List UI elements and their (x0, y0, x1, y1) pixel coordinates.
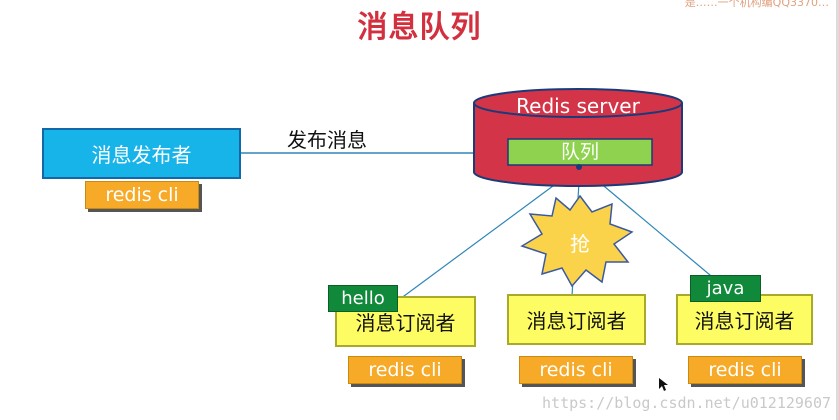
subscriber-box-1: 消息订阅者 (335, 296, 476, 347)
mouse-cursor-icon (659, 378, 668, 391)
queue-anchor (576, 164, 582, 170)
subscriber-client-1: redis cli (348, 356, 462, 384)
window-edge (836, 0, 839, 420)
subscriber-client-3: redis cli (688, 356, 802, 384)
subscriber-client-2: redis cli (519, 356, 633, 384)
burst-shape (520, 194, 634, 288)
page-title: 消息队列 (357, 10, 482, 45)
burst-label: 抢 (570, 232, 590, 256)
publisher-client: redis cli (85, 181, 199, 209)
publisher-box: 消息发布者 (42, 128, 241, 179)
fanout-edge-3 (579, 165, 736, 297)
redis-server-label: Redis server (516, 94, 640, 118)
fanout-edge-1 (399, 165, 581, 300)
subscriber-tag-1: hello (328, 285, 398, 312)
queue-label: 队列 (560, 141, 599, 163)
watermark: https://blog.csdn.net/u012129607 (542, 394, 831, 412)
publish-edge-label: 发布消息 (287, 128, 367, 152)
subscriber-box-2: 消息订阅者 (507, 294, 646, 345)
subscriber-tag-3: java (690, 275, 761, 302)
top-right-text: 是……一个机构编QQ3370… (684, 0, 829, 9)
